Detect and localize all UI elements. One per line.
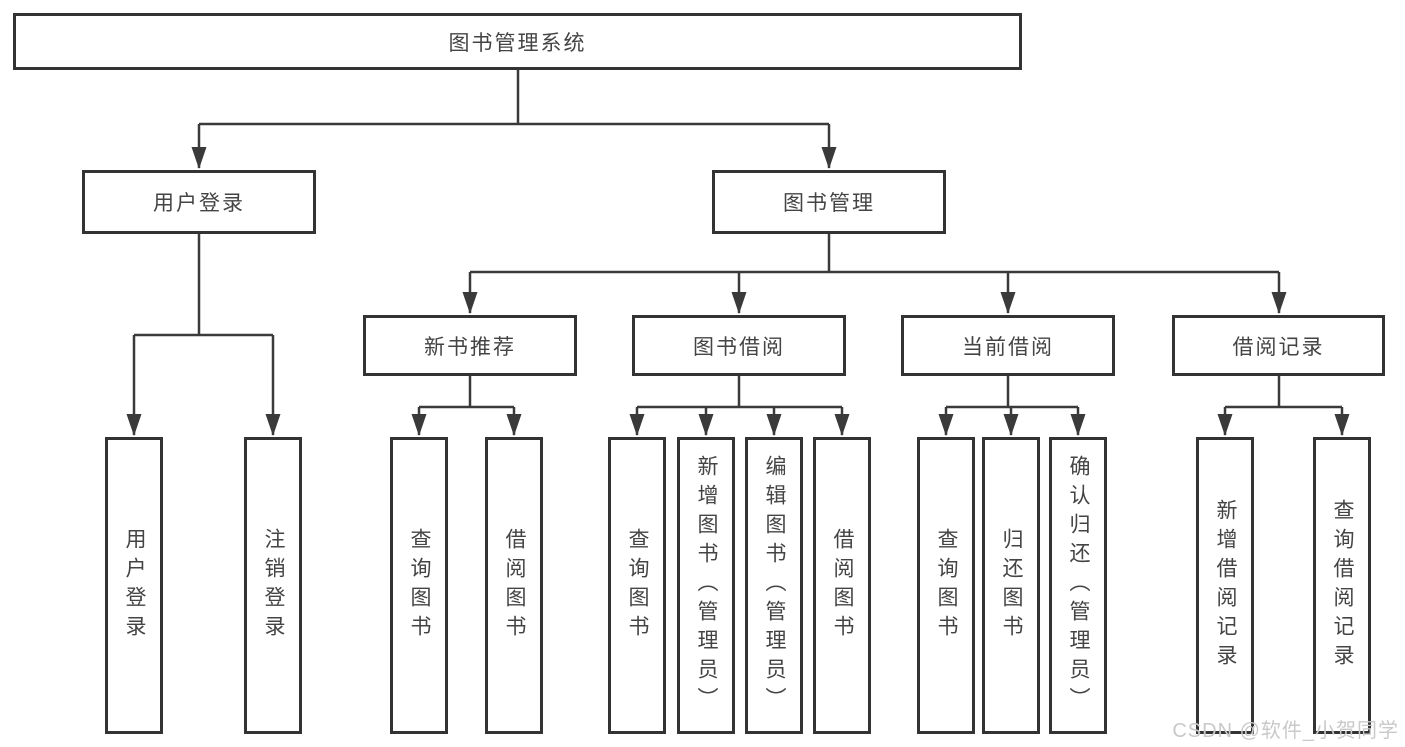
leaf-query-books-borrow: 查询图书 [608, 437, 666, 734]
leaf-return-books-label: 归还图书 [1000, 527, 1023, 644]
leaf-confirm-return-admin-label: 确认归还（管理员） [1067, 455, 1090, 716]
node-current-borrow-label: 当前借阅 [962, 335, 1054, 359]
leaf-query-borrow-record-label: 查询借阅记录 [1331, 498, 1354, 673]
node-new-book-recommend: 新书推荐 [363, 315, 577, 376]
leaf-query-books-recommend: 查询图书 [390, 437, 448, 734]
leaf-add-borrow-record: 新增借阅记录 [1196, 437, 1254, 734]
node-current-borrow: 当前借阅 [901, 315, 1115, 376]
leaf-query-borrow-record: 查询借阅记录 [1313, 437, 1371, 734]
leaf-query-books-recommend-label: 查询图书 [408, 527, 431, 644]
root-node: 图书管理系统 [13, 13, 1022, 70]
leaf-user-login-label: 用户登录 [123, 527, 146, 644]
leaf-query-books-current-label: 查询图书 [935, 527, 958, 644]
arrowheads [126, 147, 1350, 436]
node-user-login-label: 用户登录 [153, 192, 245, 215]
root-node-label: 图书管理系统 [448, 31, 587, 55]
leaf-confirm-return-admin: 确认归还（管理员） [1049, 437, 1107, 734]
leaf-borrow-books-label: 借阅图书 [831, 527, 854, 644]
node-book-borrow: 图书借阅 [632, 315, 846, 376]
node-borrow-records: 借阅记录 [1172, 315, 1385, 376]
node-user-login: 用户登录 [82, 170, 316, 234]
leaf-edit-books-admin: 编辑图书（管理员） [745, 437, 803, 734]
leaf-add-books-admin: 新增图书（管理员） [677, 437, 735, 734]
leaf-borrow-books: 借阅图书 [813, 437, 871, 734]
node-book-management: 图书管理 [712, 170, 946, 234]
node-book-management-label: 图书管理 [783, 192, 875, 215]
leaf-return-books: 归还图书 [982, 437, 1040, 734]
leaf-logout-login: 注销登录 [244, 437, 302, 734]
node-new-book-recommend-label: 新书推荐 [424, 335, 516, 359]
leaf-borrow-books-recommend-label: 借阅图书 [503, 527, 526, 644]
connector-lines [132, 70, 1344, 435]
node-book-borrow-label: 图书借阅 [693, 335, 785, 359]
node-borrow-records-label: 借阅记录 [1232, 335, 1325, 359]
leaf-user-login: 用户登录 [105, 437, 163, 734]
leaf-add-books-admin-label: 新增图书（管理员） [695, 455, 718, 716]
leaf-add-borrow-record-label: 新增借阅记录 [1214, 498, 1237, 673]
leaf-query-books-borrow-label: 查询图书 [626, 527, 649, 644]
leaf-borrow-books-recommend: 借阅图书 [485, 437, 543, 734]
leaf-edit-books-admin-label: 编辑图书（管理员） [763, 455, 786, 716]
leaf-query-books-current: 查询图书 [917, 437, 975, 734]
leaf-logout-login-label: 注销登录 [262, 527, 285, 644]
